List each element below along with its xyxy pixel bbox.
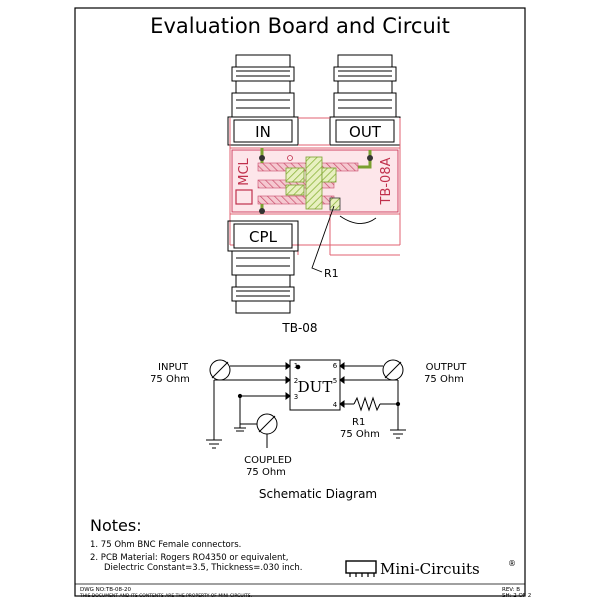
label-out: OUT bbox=[349, 123, 382, 141]
evaluation-board: IN OUT bbox=[227, 54, 401, 314]
pin-number-5: 5 bbox=[333, 377, 337, 385]
pin-number-3: 3 bbox=[294, 393, 298, 401]
board-outline bbox=[229, 117, 401, 256]
revision: REV: B bbox=[502, 587, 520, 593]
label-mcl: MCL bbox=[237, 157, 252, 185]
pin-number-4: 4 bbox=[333, 401, 338, 409]
drawing-number: DWG NO:TB-08-20 bbox=[80, 587, 131, 593]
mini-circuits-logo: Mini-Circuits ® bbox=[345, 559, 516, 578]
note-line-2: 2. PCB Material: Rogers RO4350 or equiva… bbox=[90, 553, 288, 563]
label-part-number: TB-08A bbox=[379, 157, 394, 205]
pin-number-1: 1 bbox=[294, 362, 298, 370]
input-impedance: 75 Ohm bbox=[150, 374, 190, 385]
logo-text: Mini-Circuits bbox=[380, 560, 480, 578]
notes-heading: Notes: bbox=[90, 516, 142, 535]
bnc-connector-in bbox=[227, 54, 299, 146]
schematic-diagram bbox=[206, 359, 406, 449]
pin-number-6: 6 bbox=[333, 362, 338, 370]
output-label: OUTPUT bbox=[426, 362, 468, 373]
property-notice: THIS DOCUMENT AND ITS CONTENTS ARE THE P… bbox=[79, 593, 252, 599]
resistor-value: 75 Ohm bbox=[340, 429, 380, 440]
note-line-1: 1. 75 Ohm BNC Female connectors. bbox=[90, 540, 241, 550]
coupled-label: COUPLED bbox=[244, 455, 292, 466]
page-title: Evaluation Board and Circuit bbox=[150, 14, 450, 38]
coupled-impedance: 75 Ohm bbox=[246, 467, 286, 478]
mcl-box bbox=[235, 189, 253, 205]
label-cpl: CPL bbox=[249, 228, 278, 246]
label-r1-board: R1 bbox=[324, 267, 339, 280]
bnc-connector-out bbox=[329, 54, 401, 146]
schematic-caption: Schematic Diagram bbox=[259, 487, 377, 501]
input-label: INPUT bbox=[158, 362, 189, 373]
dut-box bbox=[289, 359, 341, 411]
resistor-r1-symbol bbox=[353, 396, 381, 412]
resistor-label: R1 bbox=[352, 417, 365, 428]
dut-label: DUT bbox=[298, 378, 333, 396]
note-line-3: Dielectric Constant=3.5, Thickness=.030 … bbox=[104, 563, 303, 573]
sheet-border bbox=[74, 7, 526, 597]
board-cutout-arc bbox=[339, 215, 377, 224]
r1-leader-line bbox=[311, 205, 335, 273]
label-in: IN bbox=[255, 123, 271, 141]
logo-registered-mark: ® bbox=[508, 559, 516, 568]
output-impedance: 75 Ohm bbox=[424, 374, 464, 385]
pin-number-2: 2 bbox=[294, 377, 298, 385]
board-caption: TB-08 bbox=[281, 321, 317, 335]
sheet-number: SH: 2 OF 2 bbox=[502, 593, 531, 599]
bnc-connector-cpl bbox=[227, 220, 299, 314]
rf-traces bbox=[257, 148, 373, 214]
